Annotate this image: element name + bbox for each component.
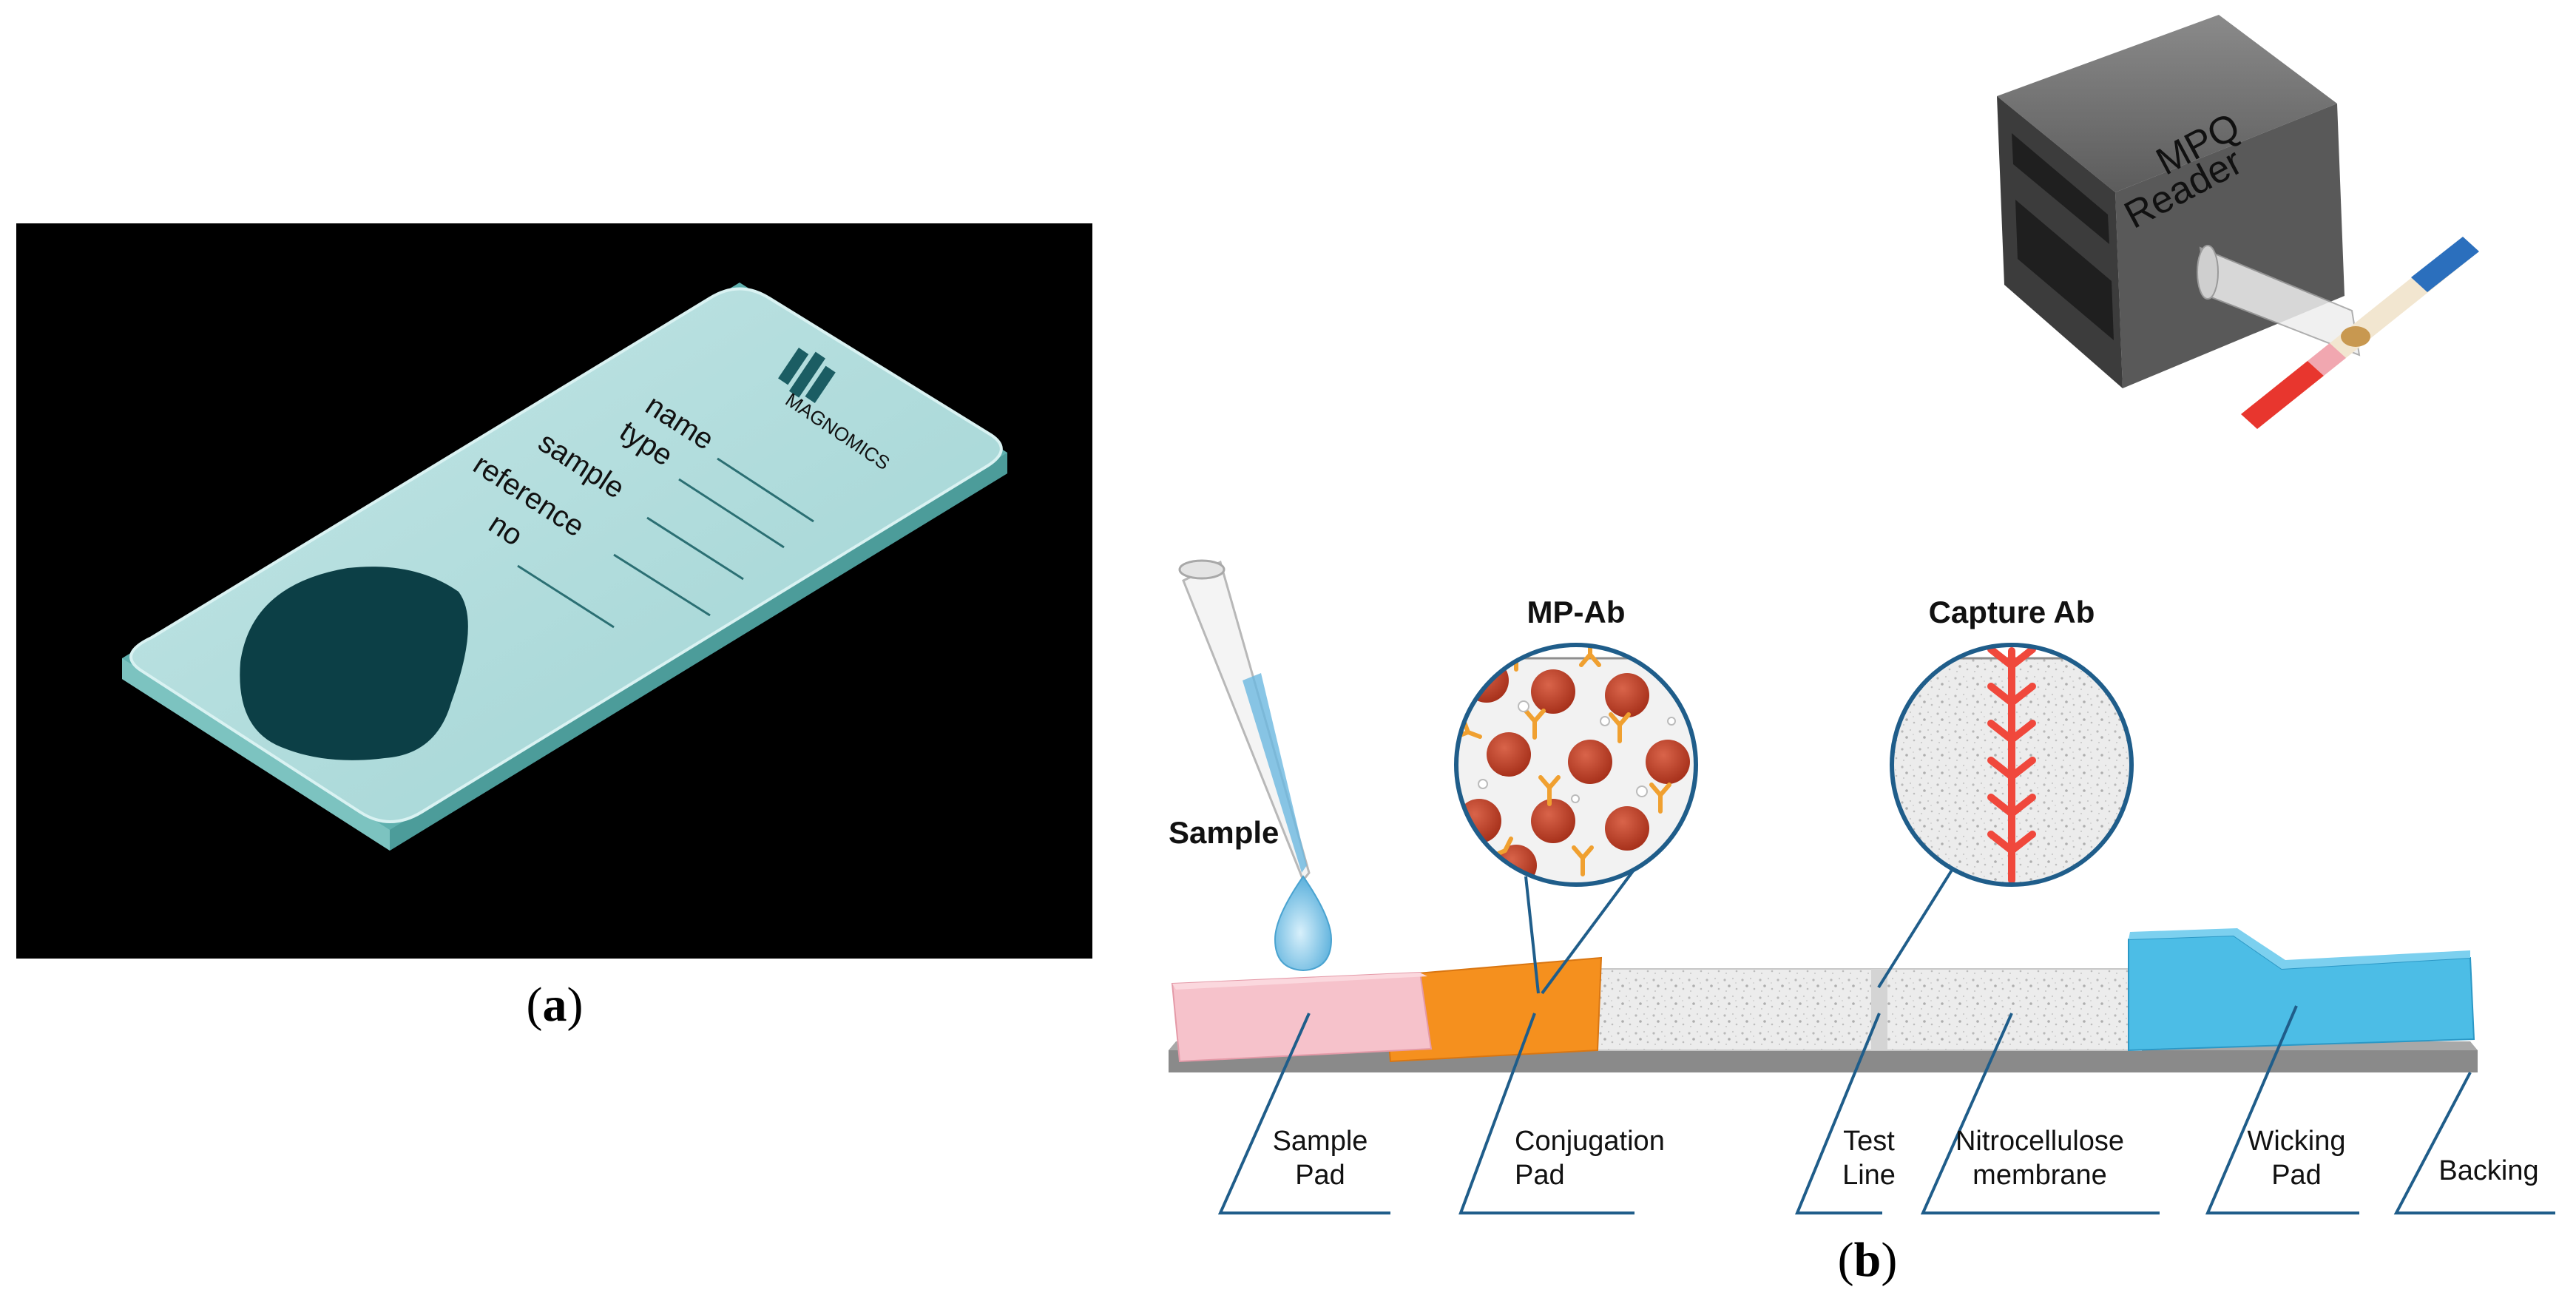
sample-label: Sample xyxy=(1169,815,1279,850)
capture-ab-magnifier xyxy=(1877,643,2134,989)
panel-b: MPQ Reader Sample xyxy=(1169,15,2555,1287)
panel-a: MAGNOMICS name type sample reference no … xyxy=(16,223,1092,1032)
test-line xyxy=(1871,969,1887,1050)
caption-b: (b) xyxy=(1838,1233,1898,1287)
pipette xyxy=(1178,559,1333,972)
reader-strip xyxy=(2241,237,2479,429)
capture-ab-label: Capture Ab xyxy=(1929,595,2095,629)
slide-cartridge xyxy=(122,283,1007,851)
nitrocellulose-membrane xyxy=(1575,968,2142,1051)
label-backing: Backing xyxy=(2438,1155,2538,1186)
mp-ab-magnifier xyxy=(1454,643,1698,995)
backing xyxy=(1169,1050,2478,1072)
sample-window xyxy=(240,567,468,760)
capture-antibodies xyxy=(1987,646,2036,884)
sample-drop xyxy=(1274,875,1333,972)
lateral-flow-strip xyxy=(1169,928,2478,1072)
caption-a: (a) xyxy=(527,978,584,1032)
mpq-reader: MPQ Reader xyxy=(1997,15,2479,429)
mp-ab-label: MP-Ab xyxy=(1527,595,1626,629)
magnomics-logo xyxy=(778,348,836,404)
wicking-pad xyxy=(2128,934,2475,1052)
part-callouts xyxy=(1217,1005,2555,1214)
